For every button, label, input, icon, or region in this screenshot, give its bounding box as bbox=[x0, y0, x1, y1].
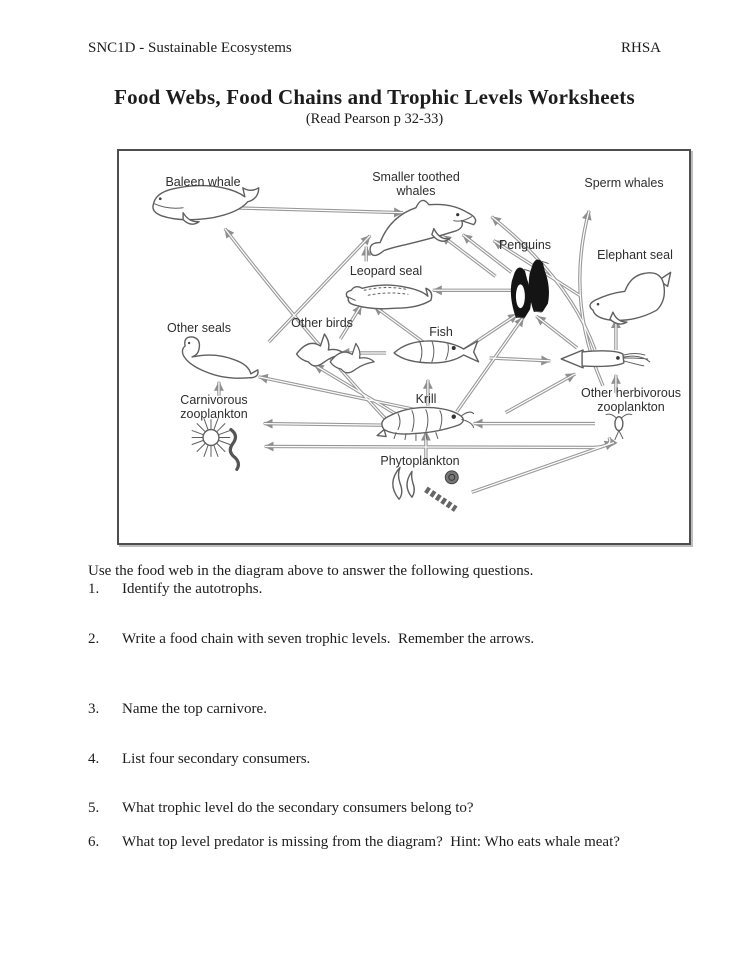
header-course: SNC1D - Sustainable Ecosystems bbox=[88, 40, 292, 56]
question-text: What trophic level do the secondary cons… bbox=[122, 800, 474, 816]
food-web-graphic bbox=[152, 184, 672, 512]
question-number: 2. bbox=[88, 631, 100, 647]
label-smaller-toothed-whales: Smaller toothed whales bbox=[372, 170, 460, 198]
phytoplankton-drawing bbox=[392, 466, 459, 512]
page-title: Food Webs, Food Chains and Trophic Level… bbox=[114, 85, 635, 109]
label-baleen-whale: Baleen whale bbox=[165, 175, 241, 189]
penguins-drawing bbox=[510, 259, 549, 319]
label-phytoplankton: Phytoplankton bbox=[380, 454, 460, 468]
question-text: Name the top carnivore. bbox=[122, 701, 267, 717]
question-number: 6. bbox=[88, 834, 100, 850]
carnivorous-zooplankton-drawing bbox=[191, 418, 241, 471]
baleen-whale-drawing bbox=[152, 184, 260, 225]
label-fish: Fish bbox=[429, 325, 453, 339]
label-other-seals: Other seals bbox=[167, 321, 231, 335]
question-text: What top level predator is missing from … bbox=[122, 834, 620, 850]
question-text: Identify the autotrophs. bbox=[122, 581, 263, 597]
page-subtitle: (Read Pearson p 32-33) bbox=[305, 111, 444, 127]
smaller-toothed-whale-drawing bbox=[369, 199, 477, 257]
leopard-seal-drawing bbox=[345, 284, 433, 310]
question-text: List four secondary consumers. bbox=[122, 751, 311, 767]
krill-drawing bbox=[376, 406, 475, 442]
label-other-birds: Other birds bbox=[291, 316, 353, 330]
other-birds-drawing bbox=[295, 333, 375, 374]
question-number: 1. bbox=[88, 581, 100, 597]
other-seals-drawing bbox=[181, 336, 259, 379]
squid-drawing bbox=[560, 349, 651, 369]
question-text: Write a food chain with seven trophic le… bbox=[122, 631, 535, 647]
food-web-arrows bbox=[213, 206, 621, 494]
label-sperm-whales: Sperm whales bbox=[584, 176, 664, 190]
elephant-seal-drawing bbox=[589, 271, 672, 325]
label-leopard-seal: Leopard seal bbox=[349, 264, 423, 278]
label-carnivorous-zooplankton: Carnivorous zooplankton bbox=[180, 393, 248, 421]
fish-drawing bbox=[393, 340, 480, 364]
label-penguins: Penguins bbox=[498, 238, 552, 252]
label-other-herbivorous-zooplankton: Other herbivorous zooplankton bbox=[580, 386, 682, 414]
header-school: RHSA bbox=[620, 40, 661, 56]
question-number: 3. bbox=[88, 701, 100, 717]
label-krill: Krill bbox=[415, 392, 437, 406]
question-number: 5. bbox=[88, 800, 100, 816]
herbivorous-zooplankton-drawing bbox=[605, 413, 633, 441]
food-web-diagram: Baleen whale Smaller toothed whales Sper… bbox=[117, 149, 691, 545]
label-elephant-seal: Elephant seal bbox=[597, 248, 673, 262]
instructions-text: Use the food web in the diagram above to… bbox=[88, 563, 534, 579]
question-number: 4. bbox=[88, 751, 100, 767]
